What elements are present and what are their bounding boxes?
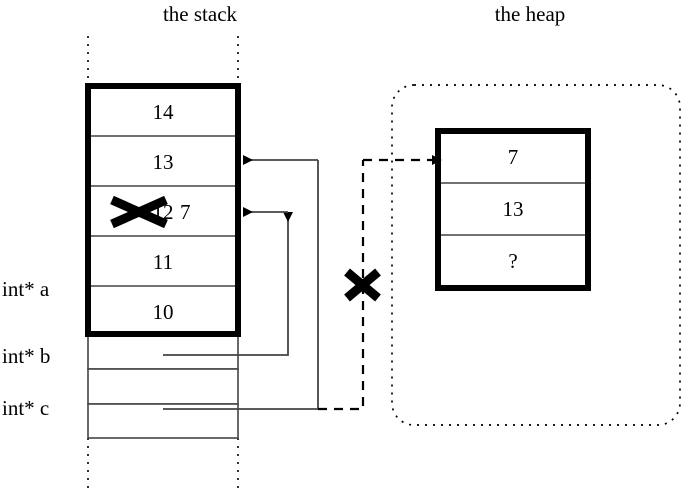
stack-title: the stack [162, 2, 238, 26]
stack-cell-value-0: 14 [152, 100, 174, 124]
stack-variable-cells [87, 333, 239, 439]
heap-cell-value-2: ? [508, 249, 518, 273]
struck-heap-pointer-icon [344, 268, 381, 302]
heap-block [435, 128, 591, 291]
stack-cell-value-2-new: 7 [180, 200, 191, 224]
stack-cell-value-2-old: 12 [152, 200, 174, 224]
stack-cell-value-4: 10 [152, 300, 174, 324]
variable-label-b: int* b [2, 344, 51, 368]
stack-cell-value-1: 13 [152, 150, 174, 174]
stack-region-guides [87, 36, 239, 489]
heap-region-boundary [391, 84, 681, 426]
struck-stack-value-icon [110, 195, 168, 229]
heap-title: the heap [494, 2, 566, 26]
pointer-b-to-stack-cell [163, 207, 293, 356]
heap-cell-value-0: 7 [507, 145, 519, 169]
variable-label-c: int* c [2, 396, 50, 420]
stack-allocated-block [85, 83, 241, 337]
stack-cell-value-3: 11 [152, 250, 174, 274]
heap-cell-value-1: 13 [502, 197, 524, 221]
pointer-c-to-heap-dangling [318, 155, 442, 411]
variable-label-a: int* a [2, 277, 50, 301]
